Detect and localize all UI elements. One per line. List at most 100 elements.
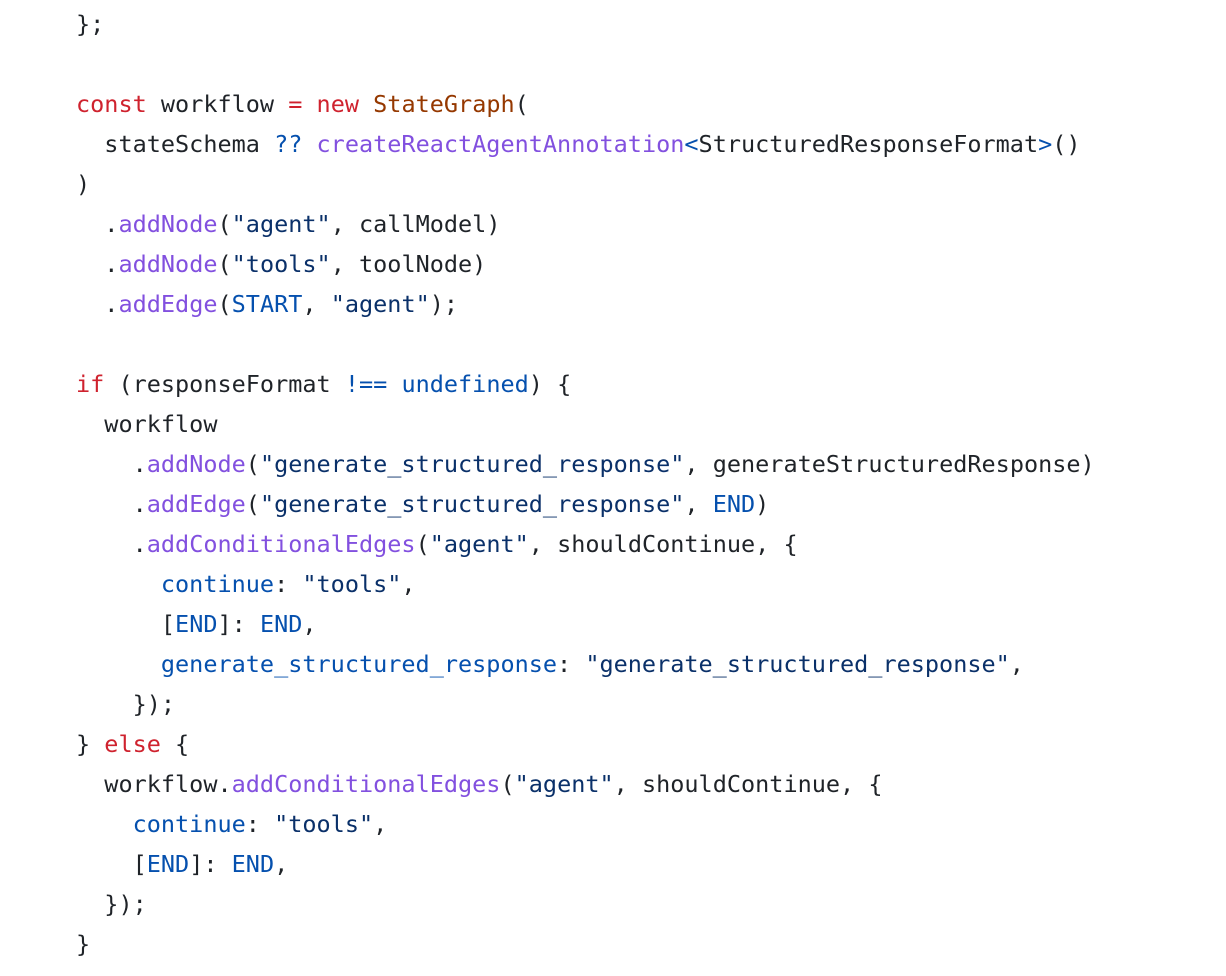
code-line: .addNode("tools", toolNode) [76, 244, 1095, 284]
code-token [359, 90, 373, 118]
code-token: ( [217, 210, 232, 238]
code-token: addEdge [118, 290, 218, 318]
code-line: [END]: END, [76, 604, 1095, 644]
code-line: }); [76, 684, 1095, 724]
code-token: , [684, 490, 713, 518]
code-token [76, 650, 161, 678]
code-token: ( [245, 490, 260, 518]
code-token: , shouldContinue, { [528, 530, 798, 558]
code-token: < [684, 130, 699, 158]
code-line: [END]: END, [76, 844, 1095, 884]
code-token: , shouldContinue, { [613, 770, 883, 798]
code-line: const workflow = new StateGraph( [76, 84, 1095, 124]
code-token: addNode [146, 450, 246, 478]
code-line: }); [76, 884, 1095, 924]
code-token: . [76, 490, 147, 518]
code-token: const [76, 90, 147, 118]
code-token: . [76, 250, 119, 278]
code-token: ( [415, 530, 430, 558]
code-token: . [76, 530, 147, 558]
code-token: , [274, 850, 289, 878]
code-token: "generate_structured_response" [259, 490, 685, 518]
code-line: .addEdge("generate_structured_response",… [76, 484, 1095, 524]
code-line: .addEdge(START, "agent"); [76, 284, 1095, 324]
code-token: addNode [118, 210, 218, 238]
code-line: workflow [76, 404, 1095, 444]
code-token: StateGraph [373, 90, 515, 118]
code-token: : [557, 650, 586, 678]
code-line: }; [76, 4, 1095, 44]
code-token: "agent" [514, 770, 614, 798]
code-token: [ [76, 610, 176, 638]
code-token: ?? [274, 130, 303, 158]
code-token: generate_structured_response [160, 650, 558, 678]
code-token: = [288, 90, 303, 118]
code-token: "generate_structured_response" [585, 650, 1010, 678]
code-token: workflow. [76, 770, 232, 798]
code-token: , [401, 570, 416, 598]
code-token: } [76, 730, 105, 758]
code-token: }); [76, 690, 176, 718]
code-token: END [259, 610, 303, 638]
code-token: , [302, 610, 317, 638]
code-line: if (responseFormat !== undefined) { [76, 364, 1095, 404]
code-line: ) [76, 164, 1095, 204]
code-line [76, 44, 1095, 84]
code-line: generate_structured_response: "generate_… [76, 644, 1095, 684]
code-token: END [146, 850, 190, 878]
code-token [76, 810, 133, 838]
code-line: stateSchema ?? createReactAgentAnnotatio… [76, 124, 1095, 164]
code-block[interactable]: };const workflow = new StateGraph( state… [76, 4, 1095, 964]
code-token: ]: [189, 850, 232, 878]
code-token: StructuredResponseFormat [698, 130, 1039, 158]
code-token: ( [245, 450, 260, 478]
code-token: , generateStructuredResponse) [684, 450, 1095, 478]
code-token: , [302, 290, 331, 318]
code-token: ) [755, 490, 770, 518]
code-token: "tools" [231, 250, 331, 278]
code-token: , callModel) [330, 210, 501, 238]
code-line: continue: "tools", [76, 804, 1095, 844]
code-token: END [712, 490, 756, 518]
code-token: }; [76, 10, 105, 38]
code-token: ( [217, 290, 232, 318]
code-line: } else { [76, 724, 1095, 764]
code-token: else [104, 730, 161, 758]
code-token: , [1009, 650, 1024, 678]
code-token: "agent" [429, 530, 529, 558]
code-token: ( [500, 770, 515, 798]
code-token: stateSchema [76, 130, 275, 158]
code-token: workflow [76, 410, 218, 438]
code-token: }); [76, 890, 147, 918]
code-token: (responseFormat [104, 370, 345, 398]
code-token: continue [160, 570, 275, 598]
code-token: { [160, 730, 190, 758]
code-token: END [175, 610, 218, 638]
code-line: .addConditionalEdges("agent", shouldCont… [76, 524, 1095, 564]
code-token: [ [76, 850, 147, 878]
code-token: ( [217, 250, 232, 278]
code-token: () [1052, 130, 1081, 158]
code-token: if [76, 370, 105, 398]
code-token: new [316, 90, 359, 118]
code-token: "tools" [274, 810, 374, 838]
code-token: "generate_structured_response" [259, 450, 685, 478]
code-token: "tools" [302, 570, 402, 598]
code-token: ) { [528, 370, 572, 398]
code-token: addEdge [146, 490, 246, 518]
code-token: !== [344, 370, 388, 398]
code-token: } [76, 930, 91, 958]
code-line: } [76, 924, 1095, 964]
code-token: continue [132, 810, 246, 838]
code-token: END [231, 850, 275, 878]
code-token: "agent" [231, 210, 331, 238]
code-token: createReactAgentAnnotation [316, 130, 685, 158]
code-token: addConditionalEdges [146, 530, 416, 558]
code-token: ); [429, 290, 459, 318]
code-token: . [76, 290, 119, 318]
code-token: : [274, 570, 303, 598]
code-token: , toolNode) [330, 250, 487, 278]
code-token: addConditionalEdges [231, 770, 501, 798]
code-line: .addNode("agent", callModel) [76, 204, 1095, 244]
